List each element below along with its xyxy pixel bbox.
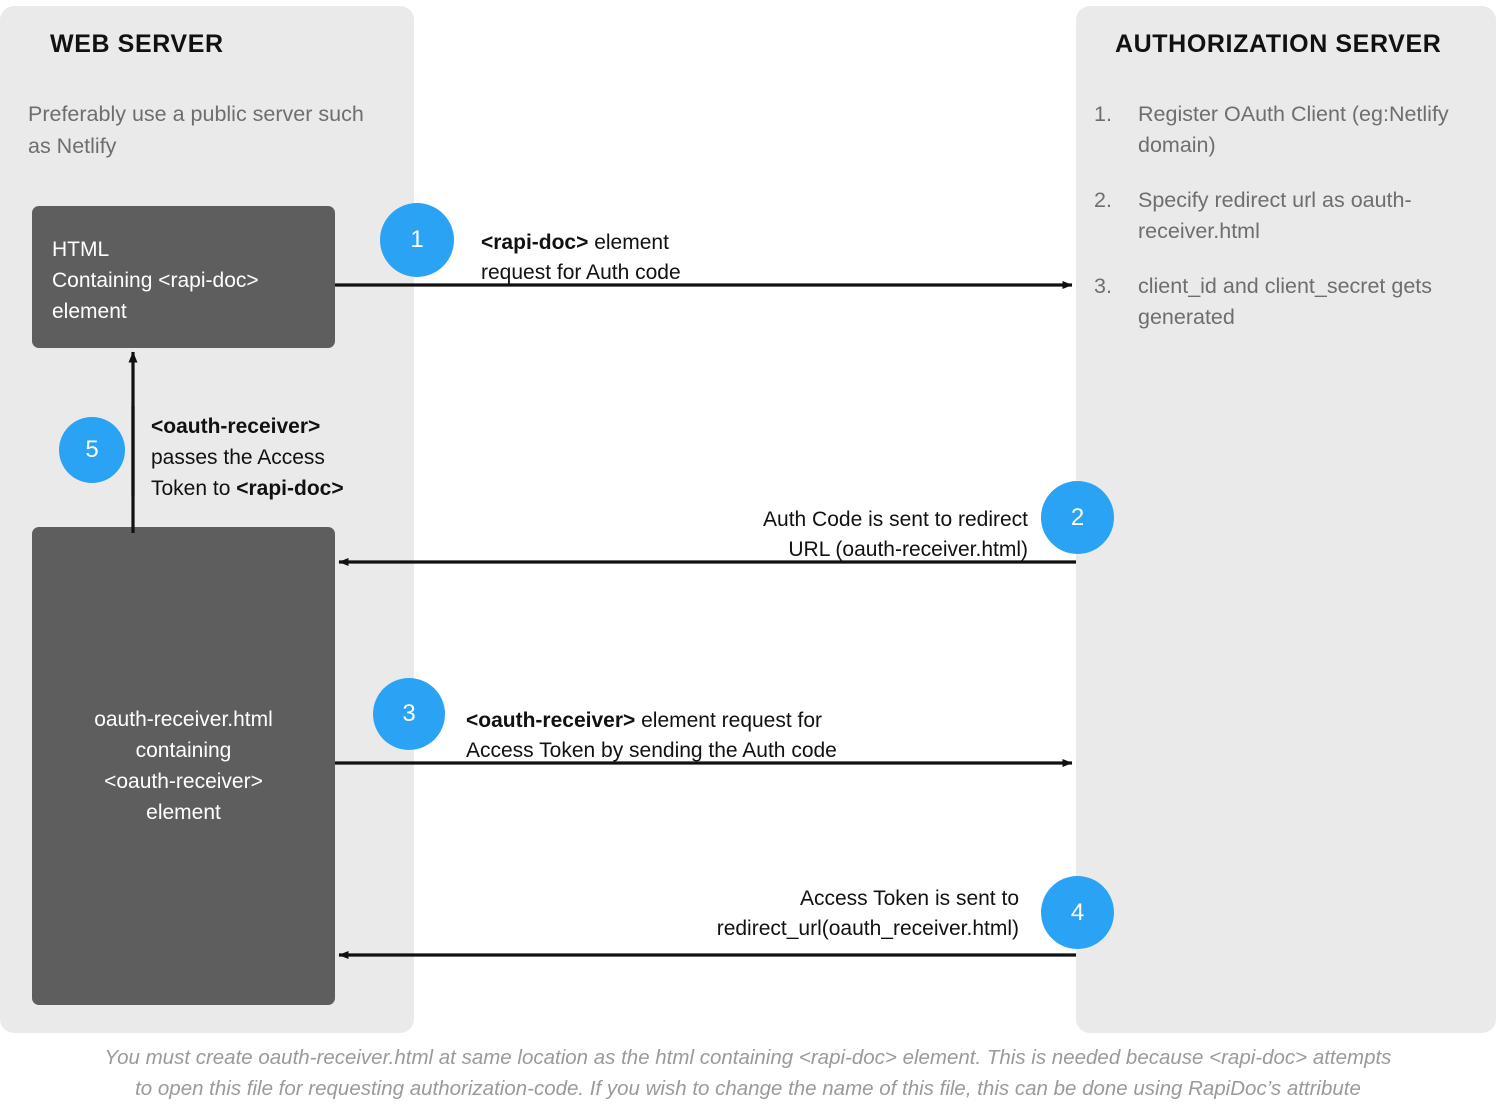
step-3-label: <oauth-receiver> element request for Acc…: [466, 706, 837, 766]
footer-note: You must create oauth-receiver.html at s…: [0, 1042, 1496, 1104]
list-item-number: 3.: [1094, 274, 1112, 298]
step-4-label: Access Token is sent to redirect_url(oau…: [679, 884, 1019, 944]
step-badge-4[interactable]: 4: [1041, 876, 1114, 949]
oauth-box-line-4: element: [146, 801, 221, 824]
step-1-label-bold: <rapi-doc>: [481, 231, 589, 254]
web-server-subtitle: Preferably use a public server such as N…: [28, 102, 364, 158]
step-4-label-line-1: Access Token is sent to: [799, 887, 1019, 910]
step-4-label-line-2: redirect_url(oauth_receiver.html): [716, 917, 1019, 940]
step-2-label-line-2: URL (oauth-receiver.html): [788, 538, 1028, 561]
footer-line-2: to open this file for requesting authori…: [135, 1077, 1361, 1100]
html-box-line-2: Containing <rapi-doc>: [52, 269, 259, 292]
step-3-label-line-1: <oauth-receiver> element request for: [466, 706, 837, 736]
oauth-box-line-3: <oauth-receiver>: [104, 770, 263, 793]
step-1-label-rest: element: [588, 231, 669, 254]
step-2-label: Auth Code is sent to redirect URL (oauth…: [708, 505, 1028, 565]
step-1-label-line-2: request for Auth code: [481, 261, 681, 284]
list-item-text: Specify redirect url as oauth-receiver.h…: [1138, 188, 1412, 243]
footer-line-1: You must create oauth-receiver.html at s…: [104, 1046, 1392, 1069]
authorization-server-panel: [1076, 6, 1496, 1033]
web-server-title: WEB SERVER: [50, 30, 224, 58]
oauth-receiver-box: oauth-receiver.html containing <oauth-re…: [32, 527, 335, 1005]
step-3-label-bold: <oauth-receiver>: [466, 709, 636, 732]
step-5-label-bold-2: <rapi-doc>: [236, 477, 344, 500]
step-1-label: <rapi-doc> element request for Auth code: [481, 228, 681, 288]
authorization-server-title: AUTHORIZATION SERVER: [1115, 30, 1442, 58]
step-3-label-line-2: Access Token by sending the Auth code: [466, 739, 837, 762]
step-1-label-line-1: <rapi-doc> element: [481, 228, 681, 258]
list-item: 3. client_id and client_secret gets gene…: [1094, 271, 1484, 333]
html-box-line-3: element: [52, 300, 127, 323]
html-box-line-1: HTML: [52, 238, 110, 261]
step-5-label-line-3: Token to <rapi-doc>: [151, 473, 344, 504]
list-item-number: 2.: [1094, 188, 1112, 212]
step-3-label-rest: element request for: [635, 709, 823, 732]
list-item-number: 1.: [1094, 102, 1112, 126]
html-rapidoc-box: HTML Containing <rapi-doc> element: [32, 206, 335, 348]
oauth-box-line-1: oauth-receiver.html: [94, 708, 273, 731]
step-badge-2[interactable]: 2: [1041, 481, 1114, 554]
step-5-label-line-2: passes the Access: [151, 446, 325, 469]
step-5-label-bold-1: <oauth-receiver>: [151, 415, 321, 438]
list-item: 2. Specify redirect url as oauth-receive…: [1094, 185, 1484, 247]
step-badge-5[interactable]: 5: [59, 417, 125, 483]
list-item: 1. Register OAuth Client (eg:Netlify dom…: [1094, 99, 1484, 161]
authorization-server-steps-list: 1. Register OAuth Client (eg:Netlify dom…: [1094, 99, 1484, 357]
list-item-text: client_id and client_secret gets generat…: [1138, 274, 1433, 329]
oauth-box-line-2: containing: [135, 739, 232, 762]
step-5-label: <oauth-receiver> passes the Access Token…: [151, 411, 344, 504]
step-2-label-line-1: Auth Code is sent to redirect: [763, 508, 1028, 531]
step-5-label-prefix: Token to: [151, 477, 237, 500]
step-badge-3[interactable]: 3: [373, 678, 445, 750]
list-item-text: Register OAuth Client (eg:Netlify domain…: [1138, 102, 1449, 157]
step-5-label-line-1: <oauth-receiver>: [151, 411, 344, 442]
step-badge-1[interactable]: 1: [380, 203, 454, 277]
